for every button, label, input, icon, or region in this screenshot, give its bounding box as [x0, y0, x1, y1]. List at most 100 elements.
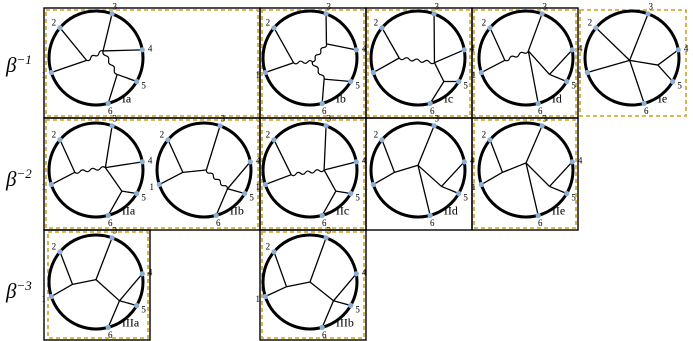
propagator-line: [372, 171, 395, 186]
boundary-point: [105, 212, 111, 218]
boundary-point: [569, 47, 575, 53]
point-label: 5: [141, 305, 146, 315]
boundary-point: [134, 302, 140, 309]
point-label: 6: [538, 218, 543, 228]
gluon-line: [504, 50, 529, 62]
boundary-point: [379, 25, 385, 31]
propagator-line: [286, 281, 311, 288]
boundary-point: [262, 181, 268, 188]
gluon-line: [398, 57, 435, 65]
diagram-label: Ib: [336, 92, 346, 106]
row-label-3: β−3: [5, 278, 32, 303]
point-label: 2: [588, 18, 593, 28]
diagram-label: IIb: [230, 204, 244, 218]
point-label: 3: [543, 1, 548, 11]
propagator-line: [629, 60, 645, 104]
panel-box-7: [471, 117, 579, 231]
propagator-line: [119, 273, 143, 302]
propagator-line: [273, 251, 288, 287]
propagator-line: [51, 171, 76, 186]
propagator-line: [103, 49, 143, 52]
boundary-point: [109, 235, 115, 241]
boundary-circle: [261, 121, 359, 219]
boundary-point: [353, 159, 359, 165]
propagator-line: [159, 171, 184, 186]
propagator-line: [182, 169, 207, 173]
boundary-point: [456, 78, 462, 85]
point-label: 6: [108, 330, 113, 340]
propagator-line: [549, 161, 573, 187]
point-label: 1: [41, 294, 46, 304]
diagram-label: IIe: [552, 204, 565, 218]
diagram-label: IId: [444, 204, 458, 218]
propagator-line: [417, 165, 431, 216]
boundary-point: [593, 25, 599, 31]
propagator-line: [95, 237, 113, 280]
point-label: 4: [684, 43, 689, 53]
point-label: 2: [374, 130, 379, 140]
boundary-point: [156, 181, 162, 188]
propagator-line: [323, 169, 337, 192]
boundary-point: [539, 11, 545, 17]
boundary-circle: [477, 9, 575, 107]
propagator-line: [429, 81, 445, 104]
boundary-point: [247, 159, 253, 165]
propagator-line: [116, 73, 137, 83]
gluon-line: [74, 166, 106, 174]
propagator-line: [657, 49, 679, 66]
panel-box-3: [471, 7, 579, 119]
diagram-label: Id: [552, 92, 562, 106]
propagator-line: [265, 62, 294, 74]
point-label: 3: [543, 113, 548, 123]
boundary-point: [539, 123, 545, 129]
propagator-line: [527, 50, 550, 75]
point-label: 4: [148, 155, 153, 165]
boundary-point: [348, 190, 354, 197]
propagator-line: [265, 174, 292, 186]
propagator-line: [587, 59, 630, 74]
diagram-label: IIc: [336, 204, 349, 218]
boundary-point: [109, 123, 115, 129]
propagator-line: [525, 162, 539, 216]
propagator-line: [59, 27, 88, 61]
boundary-point: [348, 302, 354, 309]
boundary-point: [48, 181, 54, 188]
gluon-line: [290, 169, 325, 177]
boundary-point: [645, 11, 651, 17]
propagator-line: [489, 27, 506, 61]
point-label: 4: [362, 155, 367, 165]
boundary-point: [319, 212, 325, 218]
gluon-line: [86, 50, 104, 62]
point-label: 6: [538, 106, 543, 116]
propagator-line: [480, 171, 503, 186]
propagator-line: [417, 125, 435, 166]
point-label: 2: [52, 242, 57, 252]
point-label: 5: [463, 193, 468, 203]
point-label: 3: [327, 113, 332, 123]
diagram-label: Ic: [444, 92, 453, 106]
propagator-line: [51, 59, 87, 74]
propagator-line: [273, 139, 292, 175]
point-label: 1: [471, 70, 476, 80]
propagator-line: [107, 190, 123, 216]
gluon-line: [311, 61, 325, 80]
boundary-circle: [583, 9, 681, 107]
propagator-line: [481, 59, 506, 74]
propagator-line: [321, 79, 325, 104]
point-label: 3: [435, 113, 440, 123]
point-label: 2: [160, 130, 165, 140]
point-label: 6: [216, 218, 221, 228]
point-label: 3: [113, 225, 118, 235]
boundary-point: [456, 190, 462, 197]
point-label: 5: [355, 193, 360, 203]
row-label-2: β−2: [5, 166, 32, 191]
point-label: 6: [322, 330, 327, 340]
boundary-circle: [155, 121, 253, 219]
point-label: 1: [41, 70, 46, 80]
propagator-line: [167, 139, 184, 173]
point-label: 2: [266, 242, 271, 252]
propagator-line: [434, 49, 465, 64]
